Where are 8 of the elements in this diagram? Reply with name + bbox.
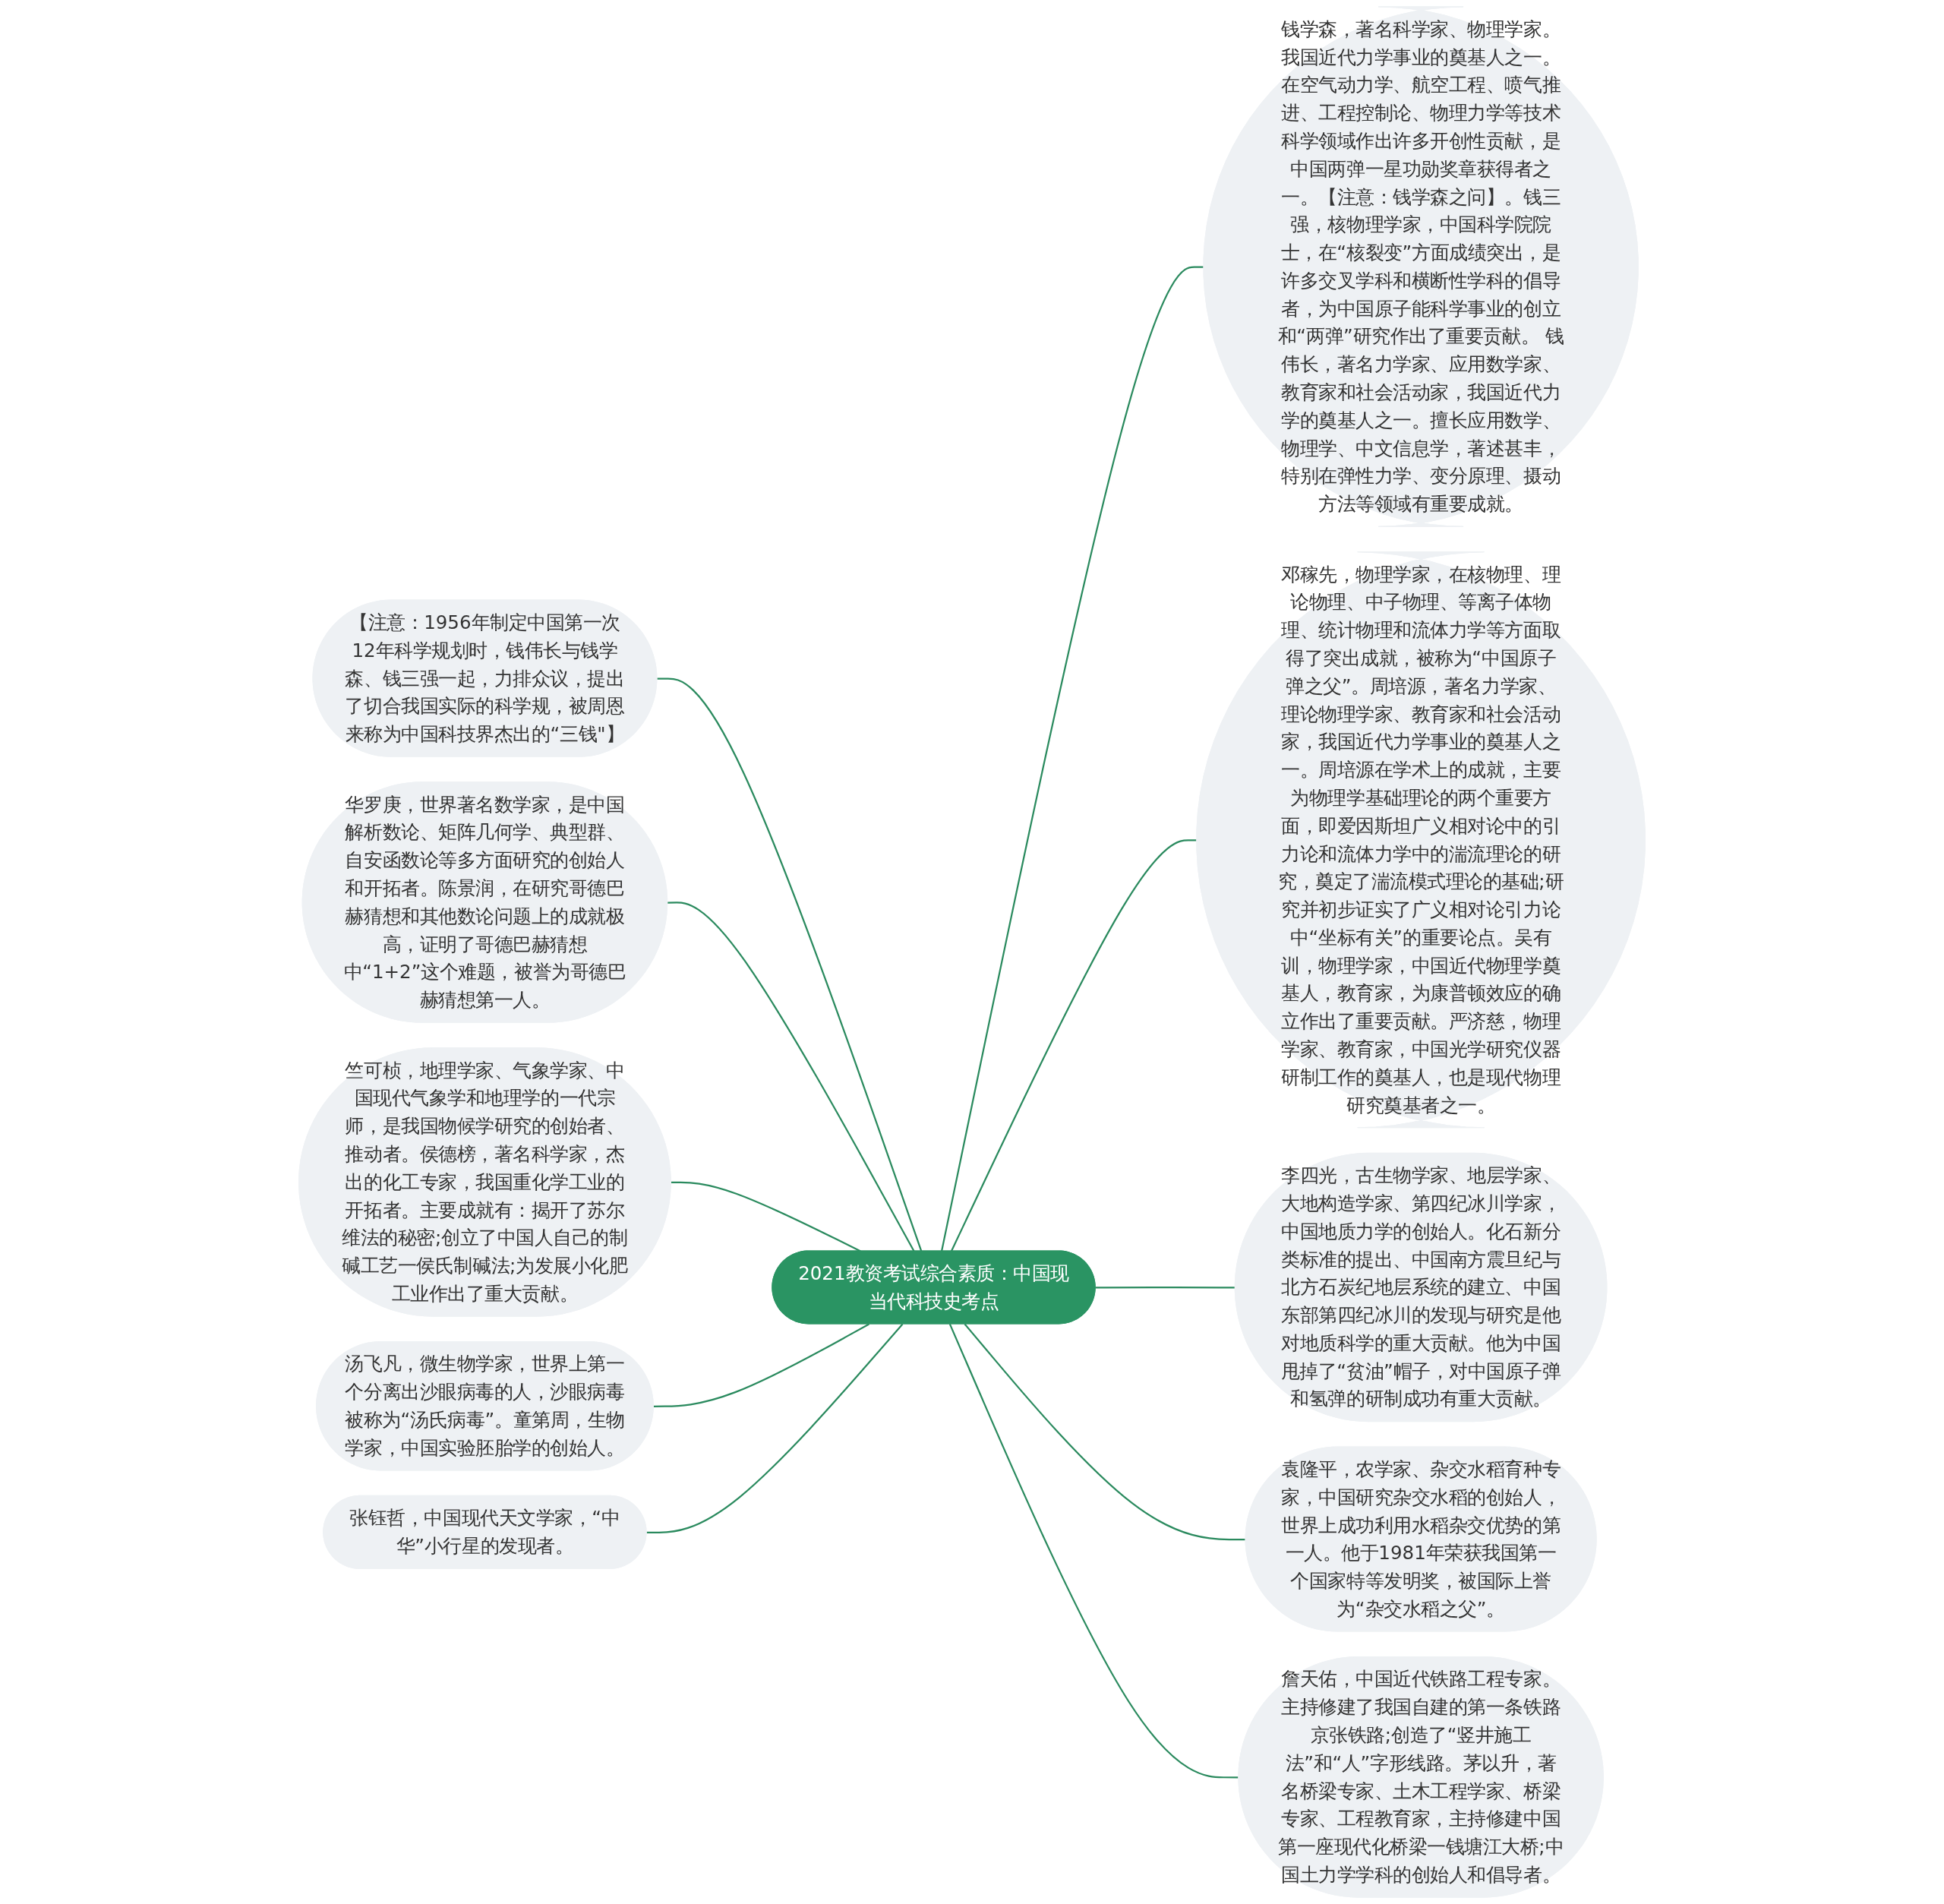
connector <box>667 901 915 1252</box>
connector <box>940 266 1204 1252</box>
connector <box>646 1323 904 1534</box>
connector <box>964 1323 1246 1541</box>
connector <box>1095 1287 1236 1289</box>
connector <box>671 1181 861 1252</box>
connector <box>653 1323 869 1407</box>
connector <box>657 677 923 1252</box>
